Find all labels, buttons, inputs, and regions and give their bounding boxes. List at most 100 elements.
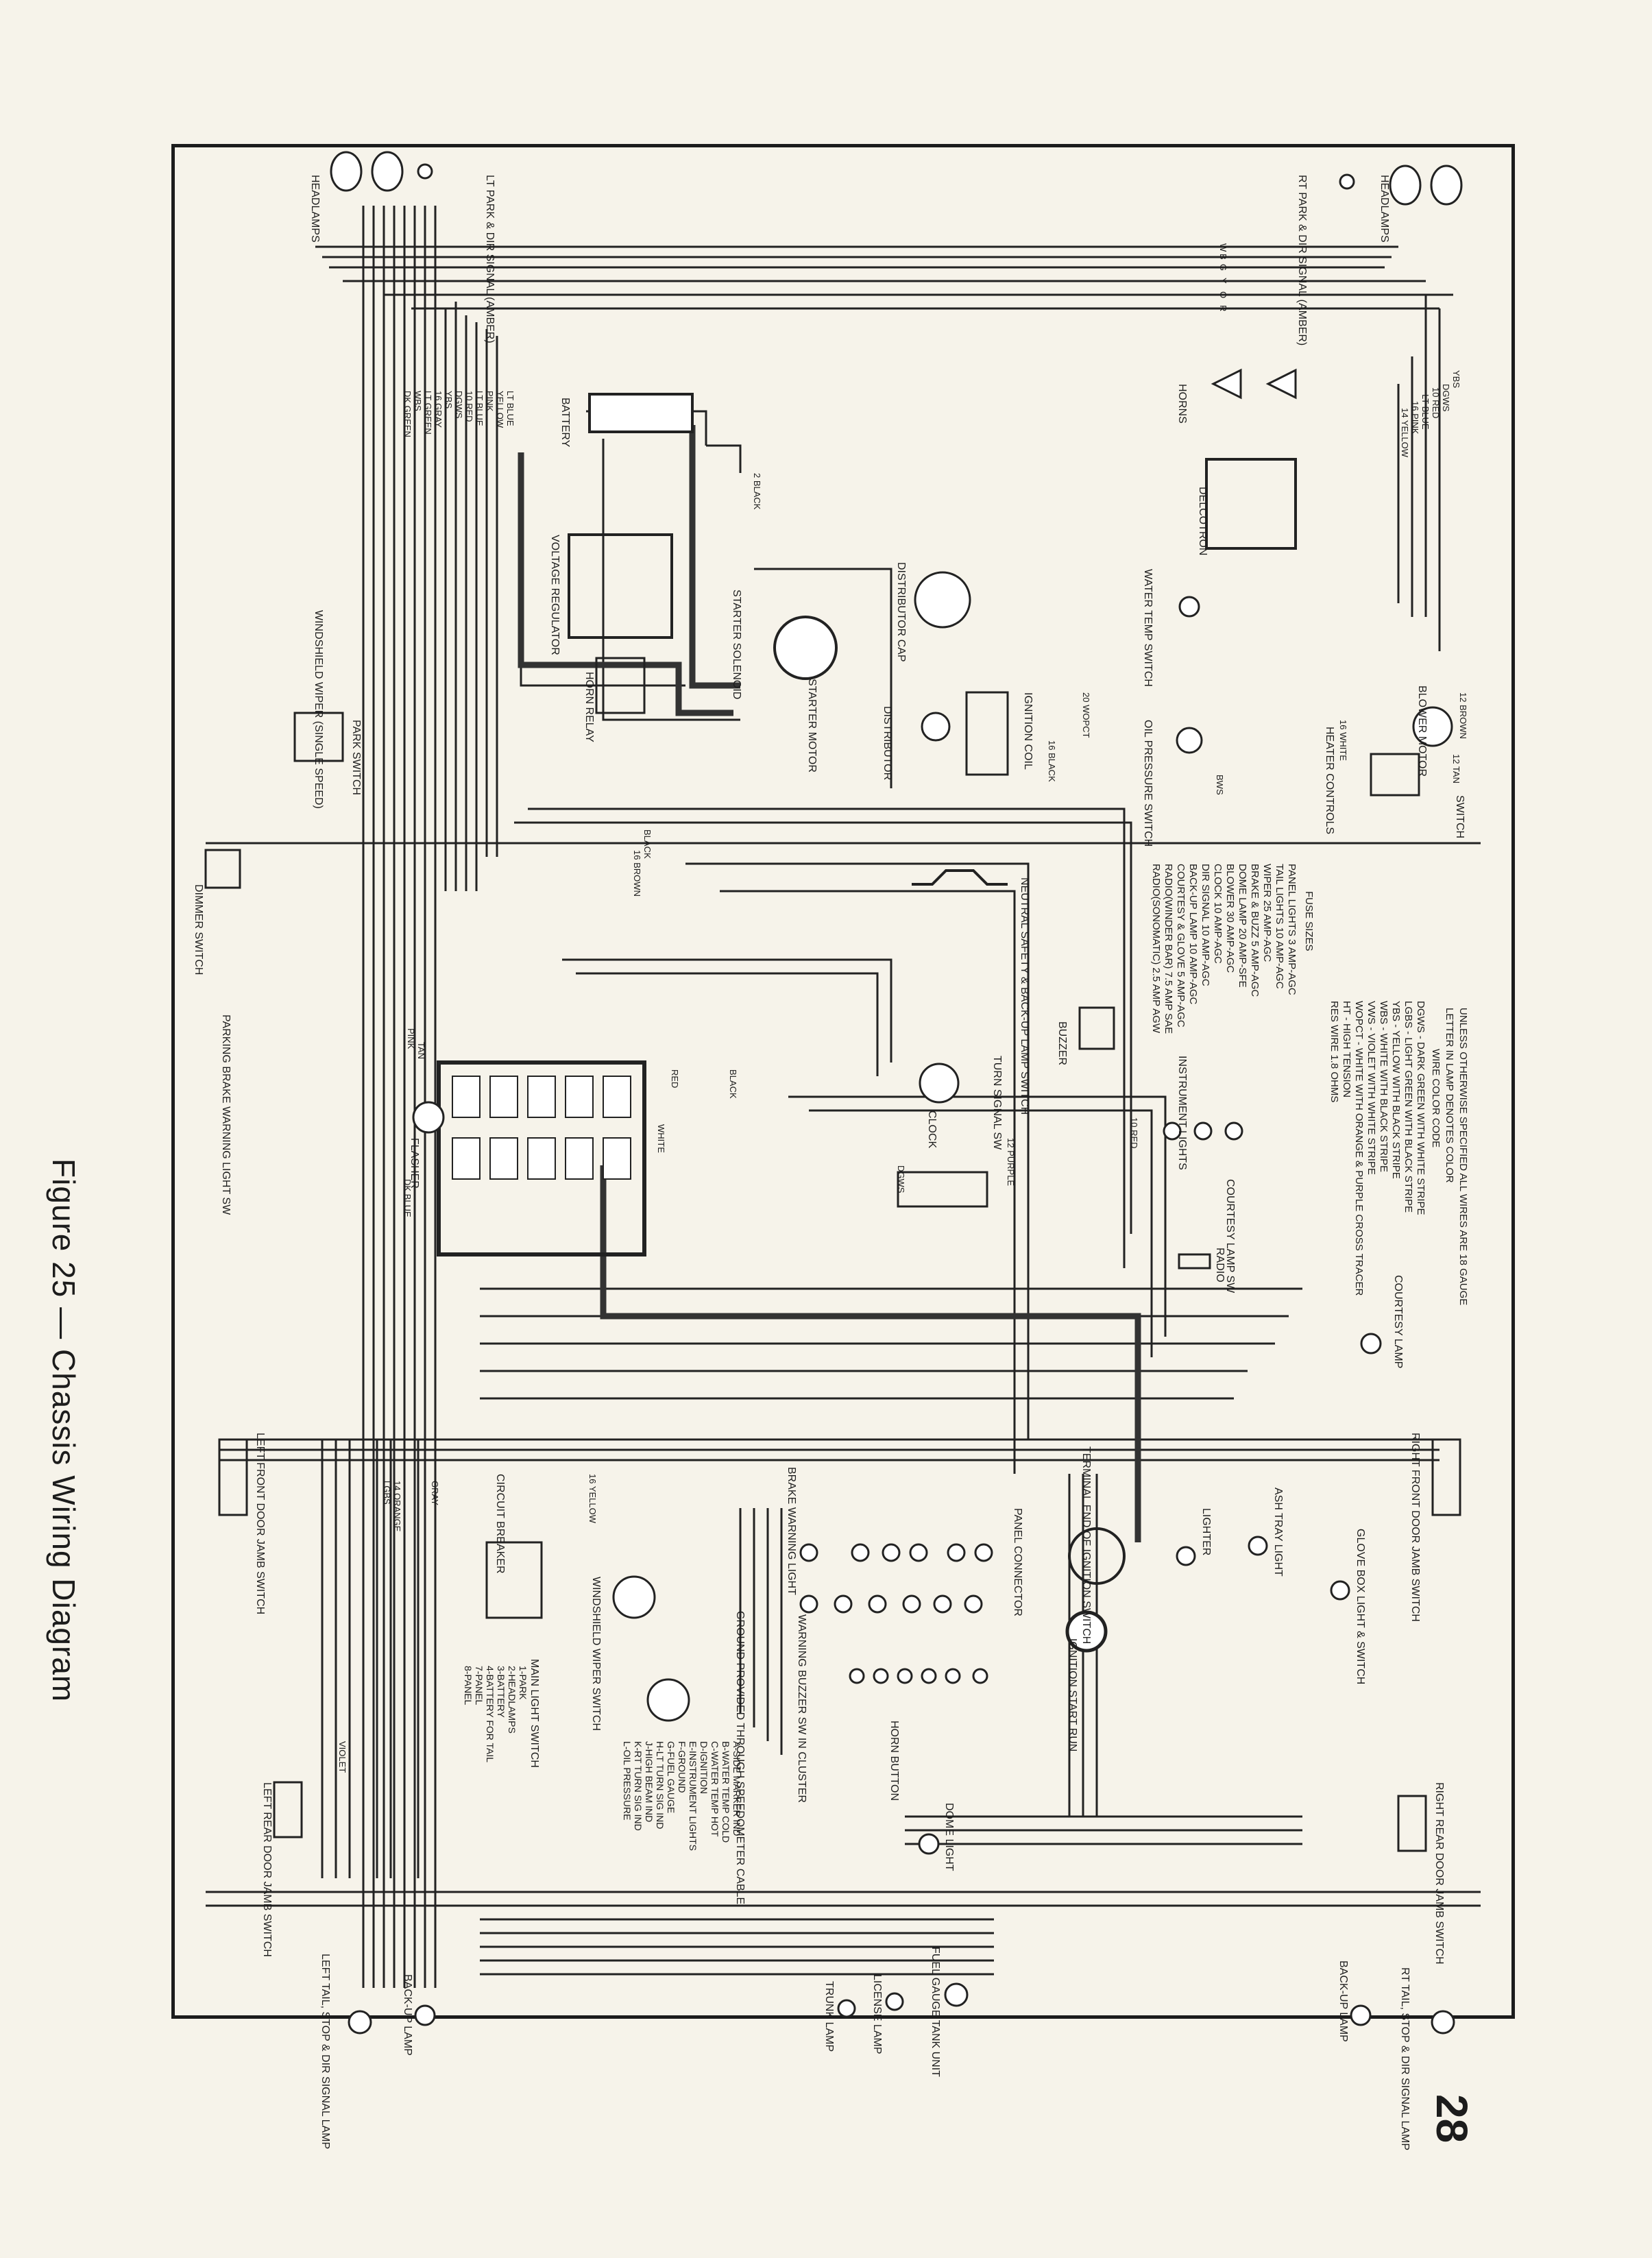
wiper-switch-icon [612, 1575, 656, 1619]
delcotron-box [1205, 458, 1297, 550]
wire-harness-left [362, 206, 437, 1988]
wire-label: DGWS [454, 391, 464, 419]
label-headlamps-right: HEADLAMPS [1378, 175, 1390, 243]
label-left-rear-door: LEFT REAR DOOR JAMB SWITCH [261, 1782, 273, 1957]
wire-label: RED [670, 1069, 680, 1088]
label-starter-motor: STARTER MOTOR [806, 679, 818, 773]
wire-label: YBS [444, 391, 454, 409]
label-left-front-door: LEFT FRONT DOOR JAMB SWITCH [254, 1433, 266, 1614]
wire-label: 14 ORANGE [392, 1481, 402, 1532]
wire-label: GRAY [430, 1481, 440, 1505]
label-ignition-switch: TERMINAL END OF IGNITION SWITCH [1080, 1446, 1092, 1644]
wire-label: LT BLUE [1420, 394, 1431, 430]
main-light-switch-box [485, 1541, 543, 1619]
wire-labels-top-right: YBS DGWS 10 RED LT BLUE 16 PINK 14 YELLO… [1400, 370, 1461, 458]
trunk-lamp-icon [837, 1999, 856, 2018]
wire-label: BLACK [642, 829, 653, 859]
license-lamp-icon [885, 1992, 904, 2011]
label-starter-solenoid: STARTER SOLENOID [731, 590, 742, 699]
color-code-row: HT - HIGH TENSION [1341, 1001, 1352, 1097]
wire-bus-lower [206, 1891, 1481, 1907]
color-code-row: VWS - VIOLET WITH WHITE STRIPE [1365, 1001, 1377, 1175]
wire-label: Y [1218, 278, 1228, 284]
panel-connector-plug-icon [646, 1678, 690, 1722]
label-battery: BATTERY [559, 398, 571, 448]
flasher-icon [412, 1101, 445, 1134]
color-code-row: WOPCT - WHITE WITH ORANGE & PURPLE CROSS… [1353, 1001, 1365, 1296]
color-code-row: WBS - WHITE WITH BLACK STRIPE [1378, 1001, 1389, 1172]
wire-labels-top-left: LT BLUE YELLOW PINK LT BLUE 10 RED DGWS … [402, 391, 515, 437]
label-lighter: LIGHTER [1200, 1508, 1212, 1555]
wire-label: LGBS [382, 1481, 392, 1505]
fuse-row: PANEL LIGHTS 3 AMP-AGC [1286, 864, 1298, 995]
wire-label: R [1218, 305, 1228, 311]
label-rt-park-dir: RT PARK & DIR SIGNAL (AMBER) [1296, 175, 1308, 345]
mls-key-row: 3-BATTERY [496, 1666, 507, 1718]
wire-label: 14 YELLOW [1400, 408, 1410, 458]
label-wiper-switch: WINDSHIELD WIPER SWITCH [590, 1577, 602, 1731]
wire-label: VIOLET [337, 1741, 348, 1773]
panel-key-row: B-WATER TEMP COLD [720, 1741, 731, 1843]
dimmer-switch-box [204, 849, 241, 889]
wire-labels-misc: 2 BLACK BLACK 12 BROWN 12 TAN 16 WHITE 2… [337, 473, 1468, 1773]
mls-key-row: 1-PARK [518, 1666, 529, 1700]
label-right-front-door: RIGHT FRONT DOOR JAMB SWITCH [1409, 1433, 1421, 1622]
label-ash-tray-light: ASH TRAY LIGHT [1272, 1488, 1284, 1577]
wire-label: BWS [1215, 775, 1225, 795]
fuse-block [437, 1060, 646, 1257]
wire-label: DGWS [896, 1165, 906, 1193]
panel-key-row: H-LT TURN SIG IND [655, 1741, 666, 1829]
buzzer-box [1078, 1006, 1115, 1050]
fuse-row: CLOCK 10 AMP-AGC [1212, 864, 1224, 964]
label-right-rear-door: RIGHT REAR DOOR JAMB SWITCH [1433, 1782, 1445, 1965]
label-license-lamp: LICENSE LAMP [871, 1974, 883, 2054]
wire-label: 16 BLACK [1047, 740, 1057, 782]
fuse-row: RADIO(SONOMATIC) 2.5 AMP AGW [1150, 864, 1162, 1034]
distributor-cap-icon [914, 571, 971, 629]
label-blower-motor: BLOWER MOTOR [1416, 685, 1428, 777]
label-backup-left: BACK-UP LAMP [402, 1974, 413, 2056]
page-number: 28 [1427, 2094, 1477, 2144]
wire-label: WHITE [656, 1124, 666, 1153]
label-horn-relay: HORN RELAY [583, 672, 595, 742]
right-front-door-switch [1431, 1438, 1461, 1516]
clock-icon [919, 1063, 960, 1104]
mls-key-row: 8-PANEL [463, 1666, 474, 1705]
ignition-switch-icon [1068, 1527, 1126, 1585]
lighter-icon [1176, 1546, 1196, 1566]
wire-label: 10 RED [1129, 1117, 1139, 1149]
wire-label: 16 PINK [1410, 401, 1420, 435]
wire-label: O [1218, 291, 1228, 298]
label-main-light-switch: MAIN LIGHT SWITCH [529, 1659, 540, 1768]
wire-labels-headlamp-bus: W B G Y O R [1218, 243, 1228, 311]
water-temp-switch-icon [1178, 596, 1200, 618]
fuse-row: DOME LAMP 20 AMP-SFE [1237, 864, 1248, 988]
label-glove-box: GLOVE BOX LIGHT & SWITCH [1355, 1529, 1366, 1684]
fuse-row: COURTESY & GLOVE 5 AMP-AGC [1175, 864, 1187, 1028]
panel-key-row: E-INSTRUMENT LIGHTS [688, 1741, 699, 1851]
left-front-door-switch [218, 1438, 248, 1516]
color-code-title: WIRE COLOR CODE [1430, 1049, 1442, 1148]
wire-label: LT BLUE [505, 391, 515, 426]
instrument-cluster-group [799, 1543, 993, 1684]
wire-label: 16 GRAY [433, 391, 444, 428]
starter-motor-icon [773, 616, 838, 680]
right-rear-door-switch [1397, 1795, 1427, 1852]
wire-label: BLACK [728, 1069, 738, 1099]
label-courtesy-lamp-sw: COURTESY LAMP SW [1224, 1179, 1236, 1294]
label-neutral-safety: NEUTRAL SAFETY & BACK-UP LAMP SWITCH [1019, 877, 1030, 1115]
label-dome-light: DOME LIGHT [943, 1803, 955, 1871]
fuse-row: TAIL LIGHTS 10 AMP-AGC [1274, 864, 1285, 989]
fuel-gauge-icon [944, 1982, 969, 2007]
wire-battery-cable [518, 452, 733, 716]
left-tail-lamp-icon [348, 2010, 372, 2035]
label-courtesy-lamp: COURTESY LAMP [1392, 1275, 1404, 1368]
wire-label: TAN [416, 1042, 426, 1059]
wire-label: 12 TAN [1451, 754, 1461, 784]
panel-key-row: A-SIDE MARKER IND [731, 1741, 742, 1836]
wire-label: 16 WHITE [1338, 720, 1348, 761]
label-circuit-breaker: CIRCUIT BREAKER [494, 1474, 506, 1574]
label-distributor: DISTRIBUTOR [882, 706, 893, 780]
horn-relay-box [595, 657, 646, 714]
wire-label: 12 BROWN [1458, 692, 1468, 739]
